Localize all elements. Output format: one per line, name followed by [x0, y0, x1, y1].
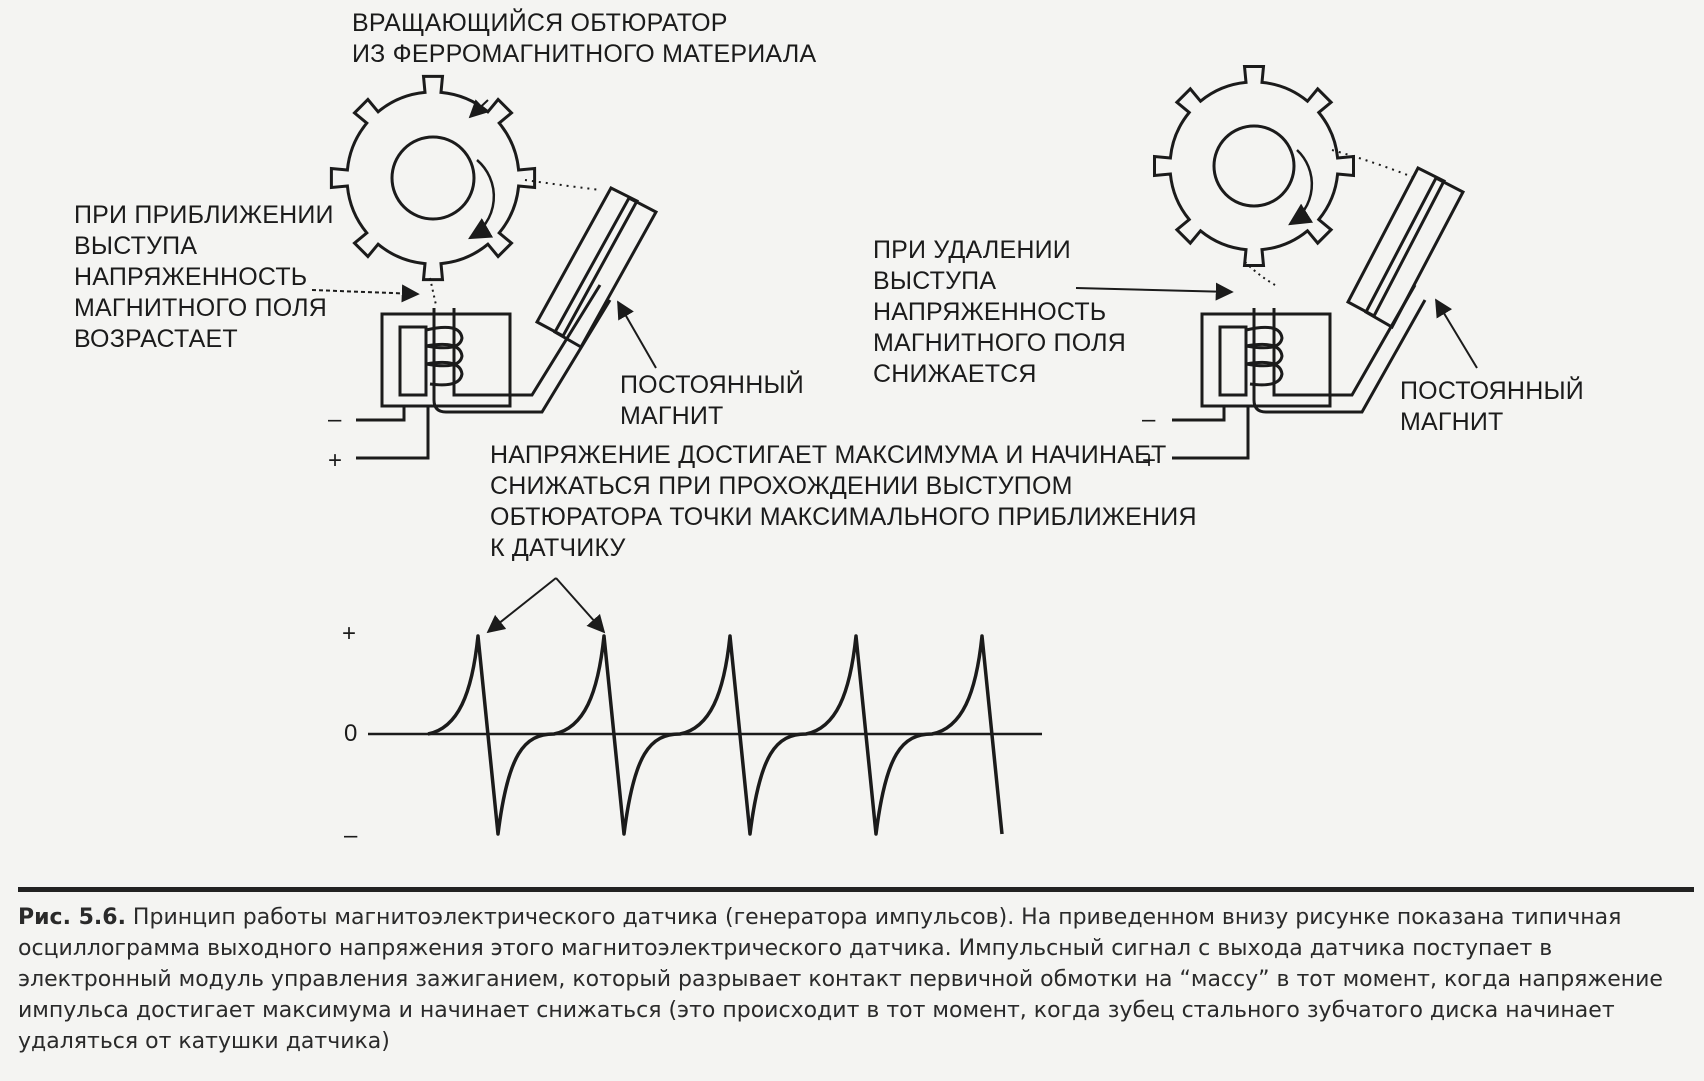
flux-dots-right-2 — [1244, 261, 1276, 286]
label-permanent-magnet-right: ПОСТОЯННЫЙ МАГНИТ — [1400, 377, 1584, 436]
flux-dots-left-2 — [429, 277, 437, 306]
pole-piece-right — [1252, 299, 1427, 414]
sensor-core-inner-right — [1218, 325, 1248, 397]
flux-dots-right — [1331, 149, 1416, 179]
caption-text: Принцип работы магнитоэлектрического дат… — [18, 905, 1663, 1054]
arrow-to-gap-left — [311, 284, 420, 303]
rotating-shutter-gear-left — [329, 74, 537, 282]
rotating-shutter-gear-right — [1153, 65, 1355, 267]
arrow-to-peak-1 — [486, 577, 557, 634]
label-voltage-peak: НАПРЯЖЕНИЕ ДОСТИГАЕТ МАКСИМУМА И НАЧИНАЕ… — [490, 441, 1197, 562]
caption-number: Рис. 5.6. — [18, 905, 126, 930]
lead-minus-label-left: – — [328, 406, 342, 433]
oscillogram — [368, 634, 1042, 836]
permanent-magnet-right-inner — [1364, 175, 1466, 330]
pole-piece-left-outer — [452, 284, 602, 397]
coil-left — [425, 325, 464, 387]
permanent-magnet-left-inner — [552, 195, 659, 350]
arrow-to-magnet-left — [617, 300, 657, 369]
lead-plus-right — [1172, 406, 1250, 460]
lead-plus-left — [356, 406, 430, 460]
arrow-to-gap-right — [1075, 282, 1234, 301]
lead-minus-left — [356, 406, 406, 422]
flux-dots-left — [524, 179, 601, 191]
lead-minus-right — [1172, 406, 1226, 422]
pulse-waveform — [427, 634, 1004, 836]
lead-plus-label-right: + — [1142, 447, 1157, 474]
label-rotating-shutter: ВРАЩАЮЩИЙСЯ ОБТЮРАТОР ИЗ ФЕРРОМАГНИТНОГО… — [352, 9, 817, 68]
label-approach-field-increase: ПРИ ПРИБЛИЖЕНИИ ВЫСТУПА НАПРЯЖЕННОСТЬ МА… — [74, 201, 334, 353]
rotation-arrow-right — [1288, 149, 1314, 226]
callout-arrows — [311, 99, 1478, 634]
y-axis-minus: – — [344, 822, 358, 849]
left-sensor — [329, 74, 659, 460]
sensor-core-box-right — [1200, 312, 1332, 408]
y-axis-zero: 0 — [344, 720, 358, 747]
arrow-to-gear-left — [468, 99, 489, 119]
right-sensor — [1153, 65, 1466, 460]
sensor-core-inner-left — [398, 325, 428, 397]
caption-divider — [18, 887, 1694, 892]
pole-piece-right-outer — [1272, 284, 1417, 397]
lead-minus-label-right: – — [1142, 406, 1156, 433]
label-permanent-magnet-left: ПОСТОЯННЫЙ МАГНИТ — [620, 371, 804, 430]
gear-hub-right — [1212, 124, 1296, 208]
gear-hub-left — [390, 135, 476, 221]
pole-piece-left — [432, 299, 612, 414]
arrow-to-magnet-right — [1435, 298, 1478, 369]
lead-plus-label-left: + — [328, 447, 343, 474]
arrow-to-peak-2 — [555, 577, 606, 634]
pulse-trace — [427, 634, 1004, 836]
figure-caption: Рис. 5.6. Принцип работы магнитоэлектрич… — [18, 902, 1694, 1057]
sensor-core-box-left — [380, 312, 512, 408]
rotation-arrow-left — [468, 159, 496, 240]
y-axis-plus: + — [342, 620, 357, 647]
coil-right — [1245, 325, 1284, 387]
label-departure-field-decrease: ПРИ УДАЛЕНИИ ВЫСТУПА НАПРЯЖЕННОСТЬ МАГНИ… — [873, 236, 1126, 388]
